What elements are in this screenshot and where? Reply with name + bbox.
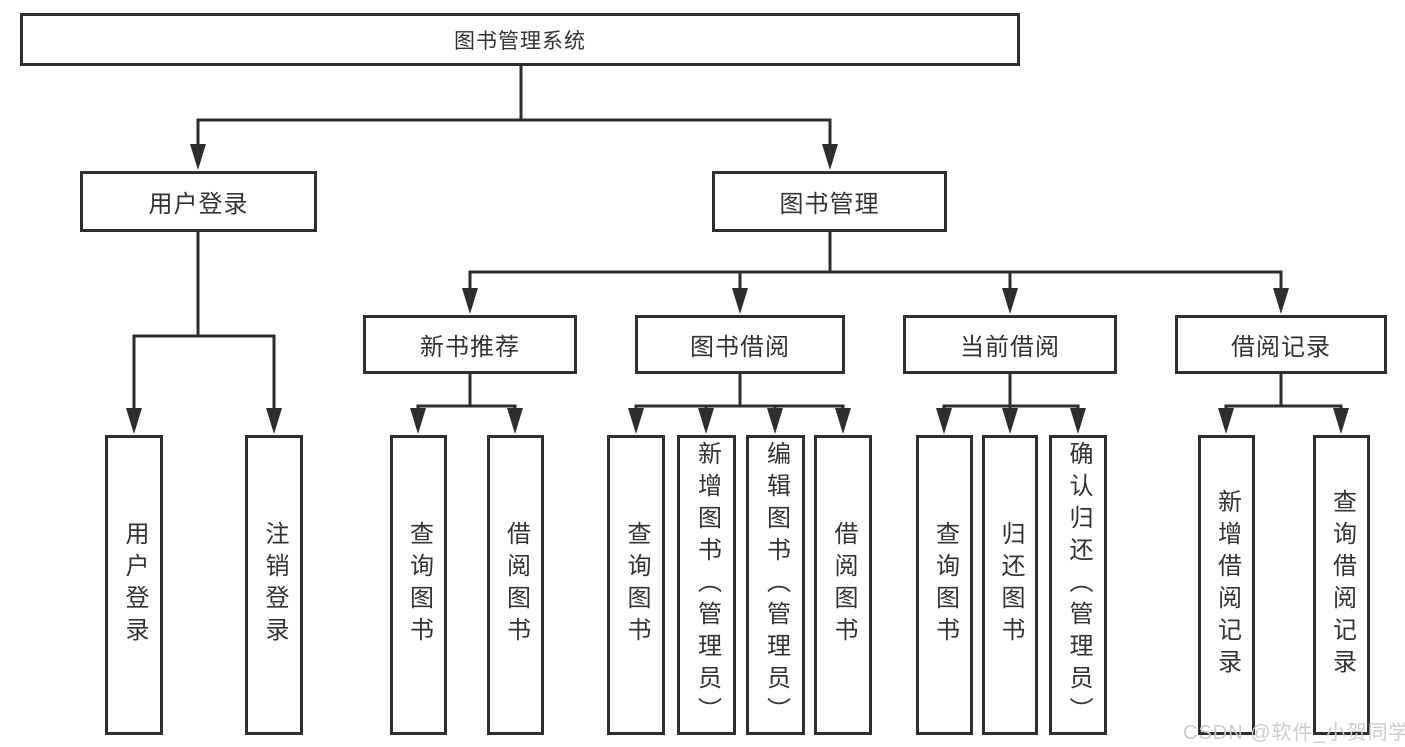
- node-library-system-label: 图书管理系统: [454, 29, 586, 53]
- leaf-add-borrow-record-label: 新增借阅记录: [1213, 489, 1241, 681]
- leaf-edit-books-admin: 编辑图书（管理员）: [746, 435, 805, 735]
- leaf-newbooks-query: 查询图书: [390, 435, 447, 735]
- leaf-user-login-label: 用户登录: [121, 521, 148, 649]
- leaf-return-books-label: 归还图书: [997, 521, 1024, 649]
- watermark: CSDN @软件_小贺同学: [1183, 722, 1405, 744]
- leaf-return-books: 归还图书: [982, 435, 1038, 735]
- leaf-user-login: 用户登录: [105, 435, 163, 735]
- node-book-management: 图书管理: [712, 171, 947, 232]
- leaf-newbooks-borrow: 借阅图书: [487, 435, 544, 735]
- node-library-system: 图书管理系统: [20, 13, 1020, 66]
- leaf-borrow-query-books: 查询图书: [607, 435, 665, 735]
- node-book-management-label: 图书管理: [779, 191, 880, 218]
- leaf-borrow-books-label: 借阅图书: [830, 521, 857, 649]
- leaf-add-books-admin: 新增图书（管理员）: [677, 435, 736, 735]
- node-current-borrow: 当前借阅: [903, 315, 1117, 374]
- leaf-query-borrow-record-label: 查询借阅记录: [1328, 489, 1356, 681]
- leaf-current-query-books: 查询图书: [916, 435, 973, 735]
- leaf-newbooks-query-label: 查询图书: [405, 521, 433, 649]
- node-new-book-recommend: 新书推荐: [363, 315, 577, 374]
- leaf-confirm-return-admin: 确认归还（管理员）: [1049, 435, 1107, 735]
- leaf-edit-books-admin-label: 编辑图书（管理员）: [762, 441, 790, 729]
- node-book-borrow-label: 图书借阅: [690, 334, 790, 361]
- node-new-book-recommend-label: 新书推荐: [420, 334, 520, 361]
- node-current-borrow-label: 当前借阅: [960, 334, 1060, 361]
- leaf-confirm-return-admin-label: 确认归还（管理员）: [1065, 441, 1092, 729]
- node-user-login: 用户登录: [80, 171, 317, 232]
- leaf-query-borrow-record: 查询借阅记录: [1313, 435, 1370, 735]
- leaf-borrow-books: 借阅图书: [814, 435, 872, 735]
- leaf-current-query-books-label: 查询图书: [931, 521, 959, 649]
- node-book-borrow: 图书借阅: [635, 315, 845, 374]
- leaf-add-borrow-record: 新增借阅记录: [1198, 435, 1255, 735]
- node-borrow-records-label: 借阅记录: [1231, 334, 1331, 361]
- leaf-logout-label: 注销登录: [261, 521, 288, 649]
- leaf-add-books-admin-label: 新增图书（管理员）: [693, 441, 721, 729]
- leaf-borrow-query-books-label: 查询图书: [623, 521, 650, 649]
- node-user-login-label: 用户登录: [148, 191, 249, 218]
- leaf-logout: 注销登录: [245, 435, 303, 735]
- node-borrow-records: 借阅记录: [1175, 315, 1387, 374]
- leaf-newbooks-borrow-label: 借阅图书: [502, 521, 530, 649]
